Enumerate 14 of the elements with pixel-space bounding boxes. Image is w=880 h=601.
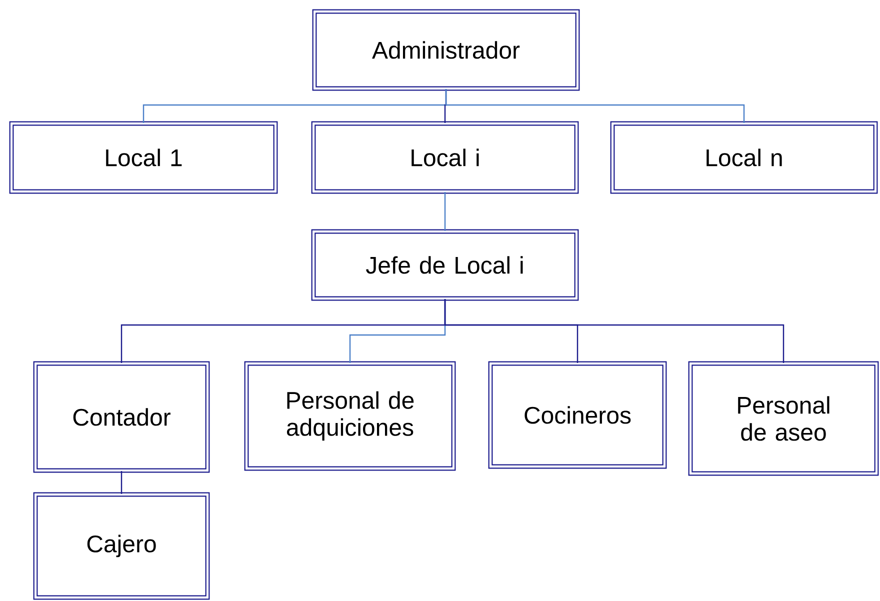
org-box: Local i [311,121,579,194]
connector-line [444,299,784,363]
org-box: Contador [33,361,210,473]
org-box: Personal de aseo [688,361,879,476]
connector-line [445,89,745,123]
org-box: Local 1 [9,121,278,194]
org-box: Jefe de Local i [311,229,579,301]
connector-line [120,471,122,494]
connector-line [444,192,446,231]
org-box: Local n [610,121,878,194]
org-box: Cajero [33,492,210,600]
org-box: Administrador [312,9,580,91]
org-box: Cocineros [488,361,667,469]
org-box: Personal de adquiciones [244,361,456,471]
